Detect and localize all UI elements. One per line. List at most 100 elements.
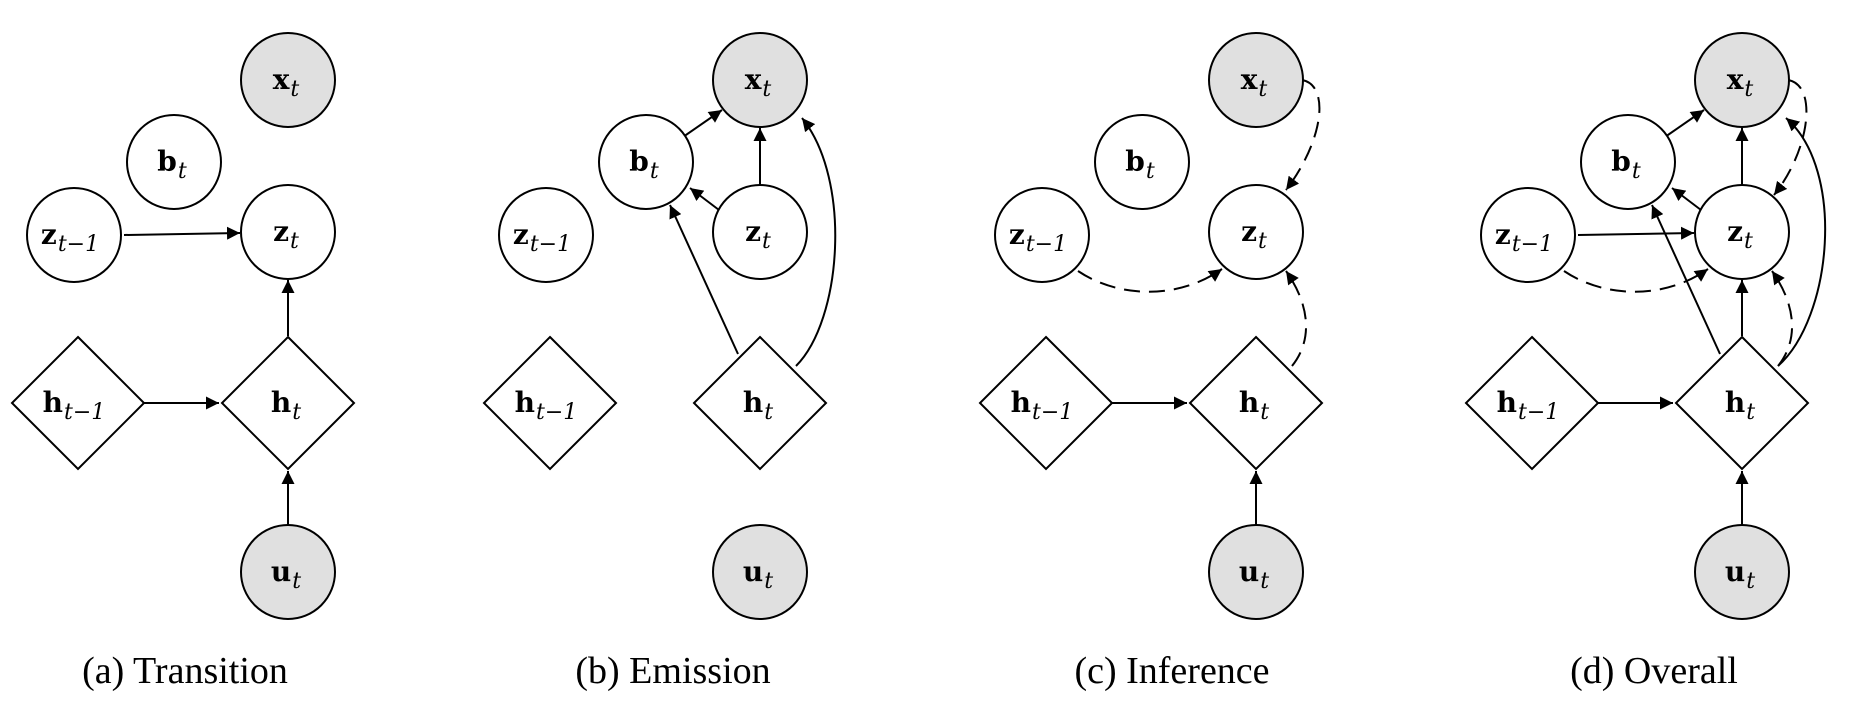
edge-bt-to-xt [682, 109, 723, 138]
edge-ht-to-xt [795, 117, 837, 367]
node-shape-diamond [10, 335, 146, 471]
edge-ztm1-to-zt-dashed [1563, 268, 1709, 293]
node-label-main: z [1495, 218, 1511, 251]
node-shape-diamond [692, 335, 828, 471]
node-shape-circle [712, 524, 808, 620]
node-shape-circle [498, 187, 594, 283]
node-label-subscript: t [1744, 229, 1753, 254]
node-htm1: ht−1 [978, 335, 1114, 471]
node-label: zt [1241, 215, 1267, 254]
edge-group [1563, 79, 1827, 525]
node-label-subscript: t [290, 229, 299, 254]
node-label: zt [273, 215, 299, 254]
node-label-subscript: t [1260, 569, 1269, 594]
node-label-main: h [1239, 386, 1259, 419]
node-label: zt [745, 215, 771, 254]
node-shape-circle [1208, 32, 1304, 128]
node-label-main: z [1009, 218, 1025, 251]
panel-caption: (b) Emission [575, 650, 770, 692]
node-htm1: ht−1 [10, 335, 146, 471]
node-shape-circle [1094, 114, 1190, 210]
node-ztm1: zt−1 [26, 187, 122, 283]
node-label-main: z [1241, 215, 1257, 248]
node-ut: ut [240, 524, 336, 620]
node-label-subscript: t [292, 400, 301, 425]
node-label-subscript: t−1 [536, 400, 577, 425]
node-shape-circle [1694, 524, 1790, 620]
node-shape-diamond [1188, 335, 1324, 471]
node-label-main: b [157, 145, 177, 178]
node-label-main: b [629, 145, 649, 178]
node-shape-circle [598, 114, 694, 210]
node-label-subscript: t [1746, 569, 1755, 594]
node-xt: xt [712, 32, 808, 128]
node-label-main: h [743, 386, 763, 419]
node-label: bt [1125, 145, 1155, 184]
node-label: bt [157, 145, 187, 184]
node-shape-circle [994, 187, 1090, 283]
edge-ztm1-to-zt [123, 226, 241, 240]
node-label-subscript: t [764, 569, 773, 594]
node-ztm1: zt−1 [994, 187, 1090, 283]
node-bt: bt [1094, 114, 1190, 210]
node-shape-diamond [1674, 335, 1810, 471]
edge-group [669, 109, 837, 367]
node-shape-circle [1694, 32, 1790, 128]
node-shape-circle [240, 524, 336, 620]
node-label-main: h [1725, 386, 1745, 419]
node-label: zt−1 [513, 218, 571, 257]
node-shape-circle [240, 184, 336, 280]
node-shape-circle [126, 114, 222, 210]
node-shape-circle [1208, 184, 1304, 280]
node-label: ht−1 [43, 386, 106, 425]
node-label-main: h [1497, 386, 1517, 419]
panel-caption: (a) Transition [82, 650, 288, 692]
node-label: xt [745, 63, 772, 102]
edge-group [123, 226, 295, 525]
node-label-subscript: t [292, 569, 301, 594]
node-ut: ut [1208, 524, 1304, 620]
node-label: xt [1727, 63, 1754, 102]
node-label: ht [1239, 386, 1269, 425]
node-label-main: x [745, 63, 762, 96]
node-shape-circle [1208, 524, 1304, 620]
node-label: bt [1611, 145, 1641, 184]
node-label: zt−1 [1009, 218, 1067, 257]
node-label-subscript: t [1260, 400, 1269, 425]
node-bt: bt [598, 114, 694, 210]
node-label-main: z [41, 218, 57, 251]
node-label-main: u [1239, 555, 1259, 588]
node-htm1: ht−1 [482, 335, 618, 471]
node-zt: zt [240, 184, 336, 280]
node-label-main: h [515, 386, 535, 419]
node-label-subscript: t [1146, 159, 1155, 184]
node-zt: zt [712, 184, 808, 280]
node-xt: xt [1694, 32, 1790, 128]
node-label-subscript: t−1 [1512, 232, 1553, 257]
node-ztm1: zt−1 [1480, 187, 1576, 283]
node-xt: xt [240, 32, 336, 128]
node-label-main: u [271, 555, 291, 588]
node-label-main: z [513, 218, 529, 251]
node-htm1: ht−1 [1464, 335, 1600, 471]
node-label-subscript: t [764, 400, 773, 425]
node-label-subscript: t [1744, 77, 1753, 102]
edge-ht-to-bt [669, 204, 739, 355]
edge-group [1077, 79, 1321, 525]
node-label: ht [1725, 386, 1755, 425]
node-label-subscript: t−1 [64, 400, 105, 425]
node-zt: zt [1208, 184, 1304, 280]
node-label-main: z [273, 215, 289, 248]
edge-zt-to-bt [1671, 187, 1702, 211]
node-label-subscript: t [1258, 229, 1267, 254]
node-label: zt−1 [41, 218, 99, 257]
node-zt: zt [1694, 184, 1790, 280]
node-label: bt [629, 145, 659, 184]
edge-ztm1-to-zt-dashed [1077, 268, 1223, 293]
node-label-subscript: t [1746, 400, 1755, 425]
node-label-subscript: t−1 [1518, 400, 1559, 425]
